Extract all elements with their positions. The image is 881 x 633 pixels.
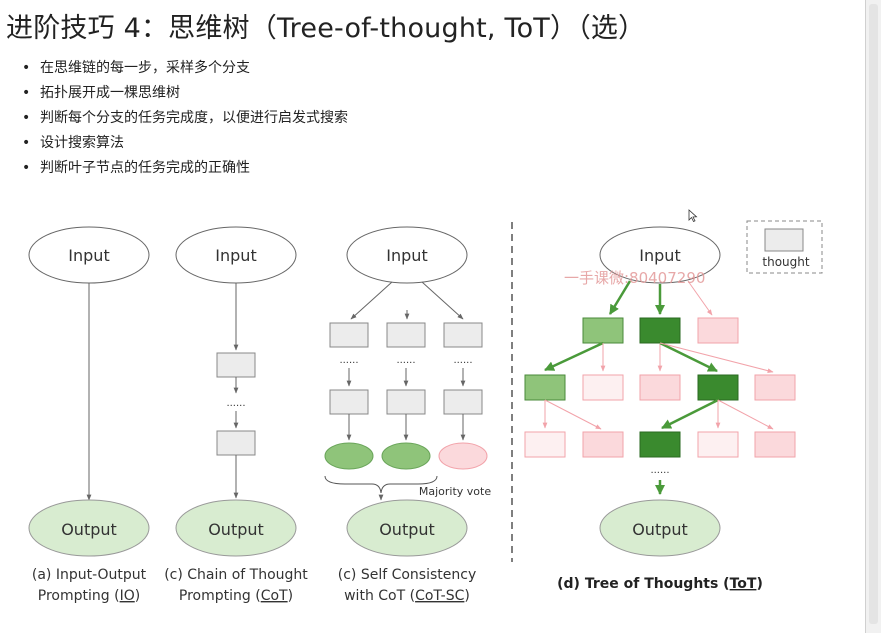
output-label: Output: [61, 520, 117, 539]
output-node: [599, 499, 721, 557]
ellipsis: ......: [396, 355, 415, 366]
caption-cot: (c) Chain of Thought: [164, 567, 308, 583]
bullet-list: 在思维链的每一步，采样多个分支 拓扑展开成一棵思维树 判断每个分支的任务完成度，…: [22, 56, 348, 181]
answer-node: [438, 442, 488, 470]
thought-box: [582, 374, 624, 401]
output-node: [346, 499, 468, 557]
thought-box: [754, 431, 796, 458]
output-label: Output: [632, 520, 688, 539]
caption-tot: (d) Tree of Thoughts (ToT): [557, 576, 763, 592]
caption-io: (a) Input-Output: [32, 567, 147, 583]
caption-cot-line2: Prompting (CoT): [179, 588, 293, 604]
cot-panel: Input ...... Output (c) Chain of Thought…: [164, 226, 308, 604]
output-label: Output: [379, 520, 435, 539]
thought-box: [216, 352, 256, 378]
edge: [350, 281, 393, 320]
ellipsis: ......: [339, 355, 358, 366]
thought-box: [697, 431, 739, 458]
bullet-item: 判断每个分支的任务完成度，以便进行启发式搜索: [22, 106, 348, 131]
ellipsis: ......: [650, 465, 669, 476]
input-label: Input: [386, 246, 427, 265]
bullet-item: 设计搜索算法: [22, 131, 348, 156]
edge: [544, 399, 602, 430]
ellipsis: ......: [226, 398, 245, 409]
mouse-cursor-icon: [688, 209, 698, 223]
majority-brace: [324, 475, 438, 494]
thought-box: [329, 389, 369, 415]
legend-box: [746, 220, 823, 274]
input-node: [346, 226, 468, 284]
input-label: Input: [68, 246, 109, 265]
edge: [659, 341, 718, 373]
thought-box: [386, 322, 426, 348]
vertical-scrollbar[interactable]: [866, 0, 881, 633]
thought-box: [443, 389, 483, 415]
edge: [421, 281, 464, 320]
edge: [659, 342, 774, 373]
thought-box: [329, 322, 369, 348]
ellipsis: ......: [453, 355, 472, 366]
thought-box: [754, 374, 796, 401]
slide-title: 进阶技巧 4：思维树（Tree-of-thought, ToT）（选）: [6, 13, 646, 44]
bullet-item: 拓扑展开成一棵思维树: [22, 81, 348, 106]
thought-box: [639, 374, 681, 401]
answer-node: [324, 442, 374, 470]
thought-box: [216, 430, 256, 456]
thought-box: [697, 374, 739, 401]
watermark: 一手课微:80407290: [564, 269, 705, 287]
io-panel: Input Output (a) Input-Output Prompting …: [28, 226, 150, 604]
legend-label: thought: [762, 255, 809, 269]
edge: [717, 399, 774, 430]
thought-box: [639, 431, 681, 458]
input-label: Input: [639, 246, 680, 265]
cot-sc-panel: Input ...... ...... ...... Majority: [324, 226, 491, 604]
input-label: Input: [215, 246, 256, 265]
scrollbar-thumb[interactable]: [869, 4, 878, 624]
caption-cot-sc-line2: with CoT (CoT-SC): [344, 588, 470, 604]
thought-box: [697, 317, 739, 344]
thought-box: [582, 431, 624, 458]
output-node: [175, 499, 297, 557]
input-node: [599, 226, 721, 284]
tot-panel: thought Input: [524, 220, 823, 592]
thought-box: [386, 389, 426, 415]
bullet-item: 在思维链的每一步，采样多个分支: [22, 56, 348, 81]
caption-io-line2: Prompting (IO): [38, 588, 140, 604]
answer-node: [381, 442, 431, 470]
output-label: Output: [208, 520, 264, 539]
edge: [544, 341, 604, 372]
thought-box: [524, 374, 566, 401]
thought-box: [639, 317, 681, 344]
legend-thought-icon: [764, 228, 804, 252]
caption-cot-sc: (c) Self Consistency: [338, 567, 477, 583]
edge: [661, 398, 719, 430]
bullet-item: 判断叶子节点的任务完成的正确性: [22, 156, 348, 181]
thought-box: [443, 322, 483, 348]
edge: [608, 280, 632, 315]
output-node: [28, 499, 150, 557]
majority-vote-label: Majority vote: [419, 485, 491, 498]
thought-box: [524, 431, 566, 458]
thought-box: [582, 317, 624, 344]
edge: [687, 280, 713, 316]
